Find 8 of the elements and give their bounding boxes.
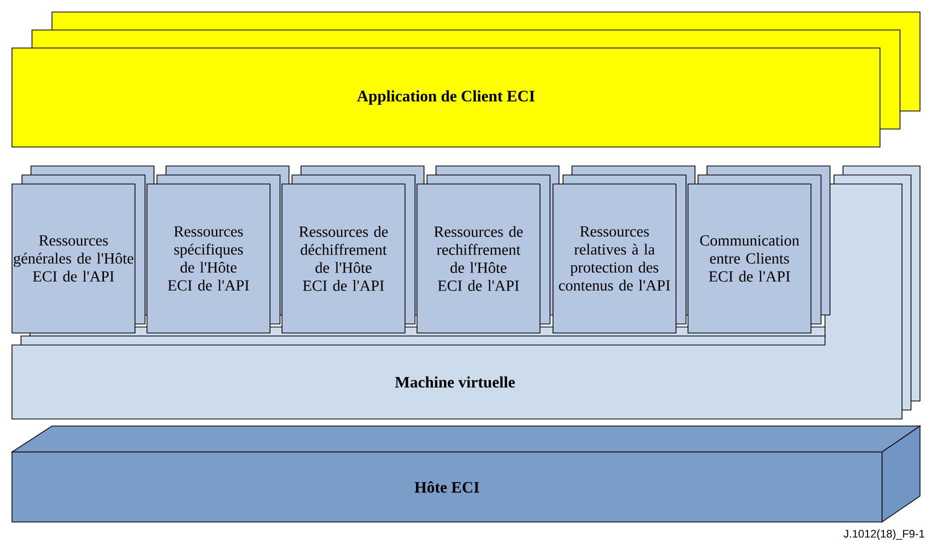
resource-box-stack: Communication entre Clients ECI de l'API [688, 166, 830, 334]
application-layer-stack: Application de Client ECI [12, 12, 920, 148]
resource-box-stack: Ressources relatives à la protection des contenus de l'API [552, 166, 696, 334]
resource-box-stack: Ressources générales de l'Hôte ECI de l'API [12, 166, 154, 334]
figure-id: J.1012(18)_F9-1 [844, 530, 924, 540]
resource-box-stack: Ressources spécifiques de l'Hôte ECI de l'API [146, 166, 290, 334]
resource-box-stack: Ressources de déchiffrement de l'Hôte ECI de l'API [282, 166, 424, 334]
resource-box-stack: Ressources de rechiffrement de l'Hôte ECI de l'API [416, 166, 560, 334]
